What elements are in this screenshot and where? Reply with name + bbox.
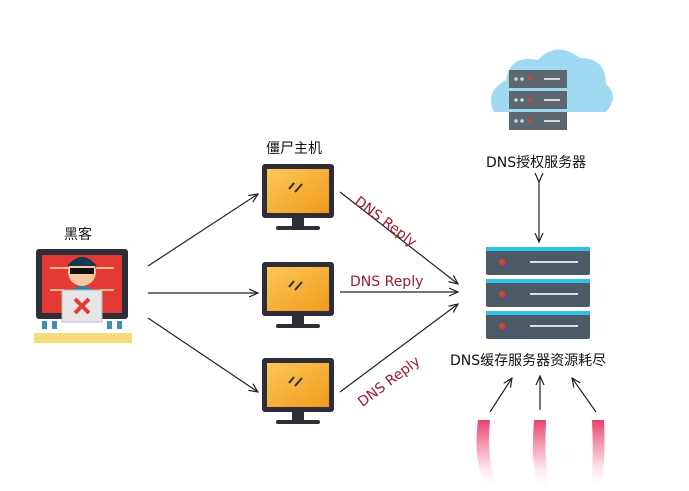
auth-server-label: DNS授权服务器 [486, 155, 587, 171]
auth-server-cloud-icon [490, 49, 613, 130]
arrow-zombie-3-to-cache [339, 304, 458, 393]
arrow-hacker-to-zombie-3 [147, 317, 258, 392]
zombie-monitor-icon [262, 358, 334, 424]
cache-server-icon [486, 247, 590, 339]
dns-reply-label-2: DNS Reply [350, 274, 424, 290]
cache-server-label: DNS缓存服务器资源耗尽 [450, 353, 607, 369]
zombie-monitor-icon [262, 164, 334, 230]
attacker-label: 黑客 [64, 227, 92, 243]
arrow-zombie-1-to-cache [339, 191, 458, 284]
zombie-monitor-icon [262, 262, 334, 328]
hacker-icon [34, 249, 132, 343]
incoming-request-streams [476, 376, 605, 490]
arrow-hacker-to-zombie-1 [147, 194, 258, 267]
zombie-hosts-label: 僵尸主机 [266, 141, 322, 157]
